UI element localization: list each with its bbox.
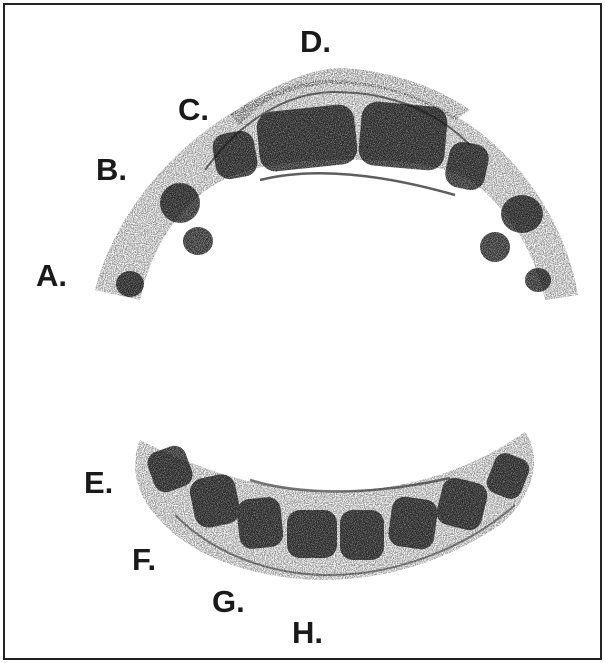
lower-incisor-2 [340, 510, 384, 560]
upper-inner-line [260, 173, 455, 195]
label-c: C. [178, 92, 209, 127]
label-f: F. [132, 542, 156, 577]
upper-premolar-right [480, 232, 510, 262]
upper-incisor-right [357, 100, 448, 171]
upper-premolar-left [183, 227, 213, 255]
label-h: H. [292, 615, 323, 650]
upper-canine-right [501, 195, 543, 233]
upper-molar-right [525, 268, 551, 292]
upper-molar-left [116, 271, 144, 297]
upper-incisor-left [255, 103, 359, 173]
lower-arch [135, 432, 534, 580]
upper-canine-left [160, 183, 200, 223]
upper-teeth [116, 100, 551, 297]
label-b: B. [96, 152, 127, 187]
upper-arch [95, 68, 578, 300]
lower-canine-right [387, 495, 440, 551]
label-a: A. [36, 258, 67, 293]
label-e: E. [84, 465, 113, 500]
label-g: G. [212, 584, 245, 619]
lower-incisor-1 [287, 510, 337, 558]
label-d: D. [300, 24, 331, 59]
lower-canine-left [236, 496, 285, 550]
